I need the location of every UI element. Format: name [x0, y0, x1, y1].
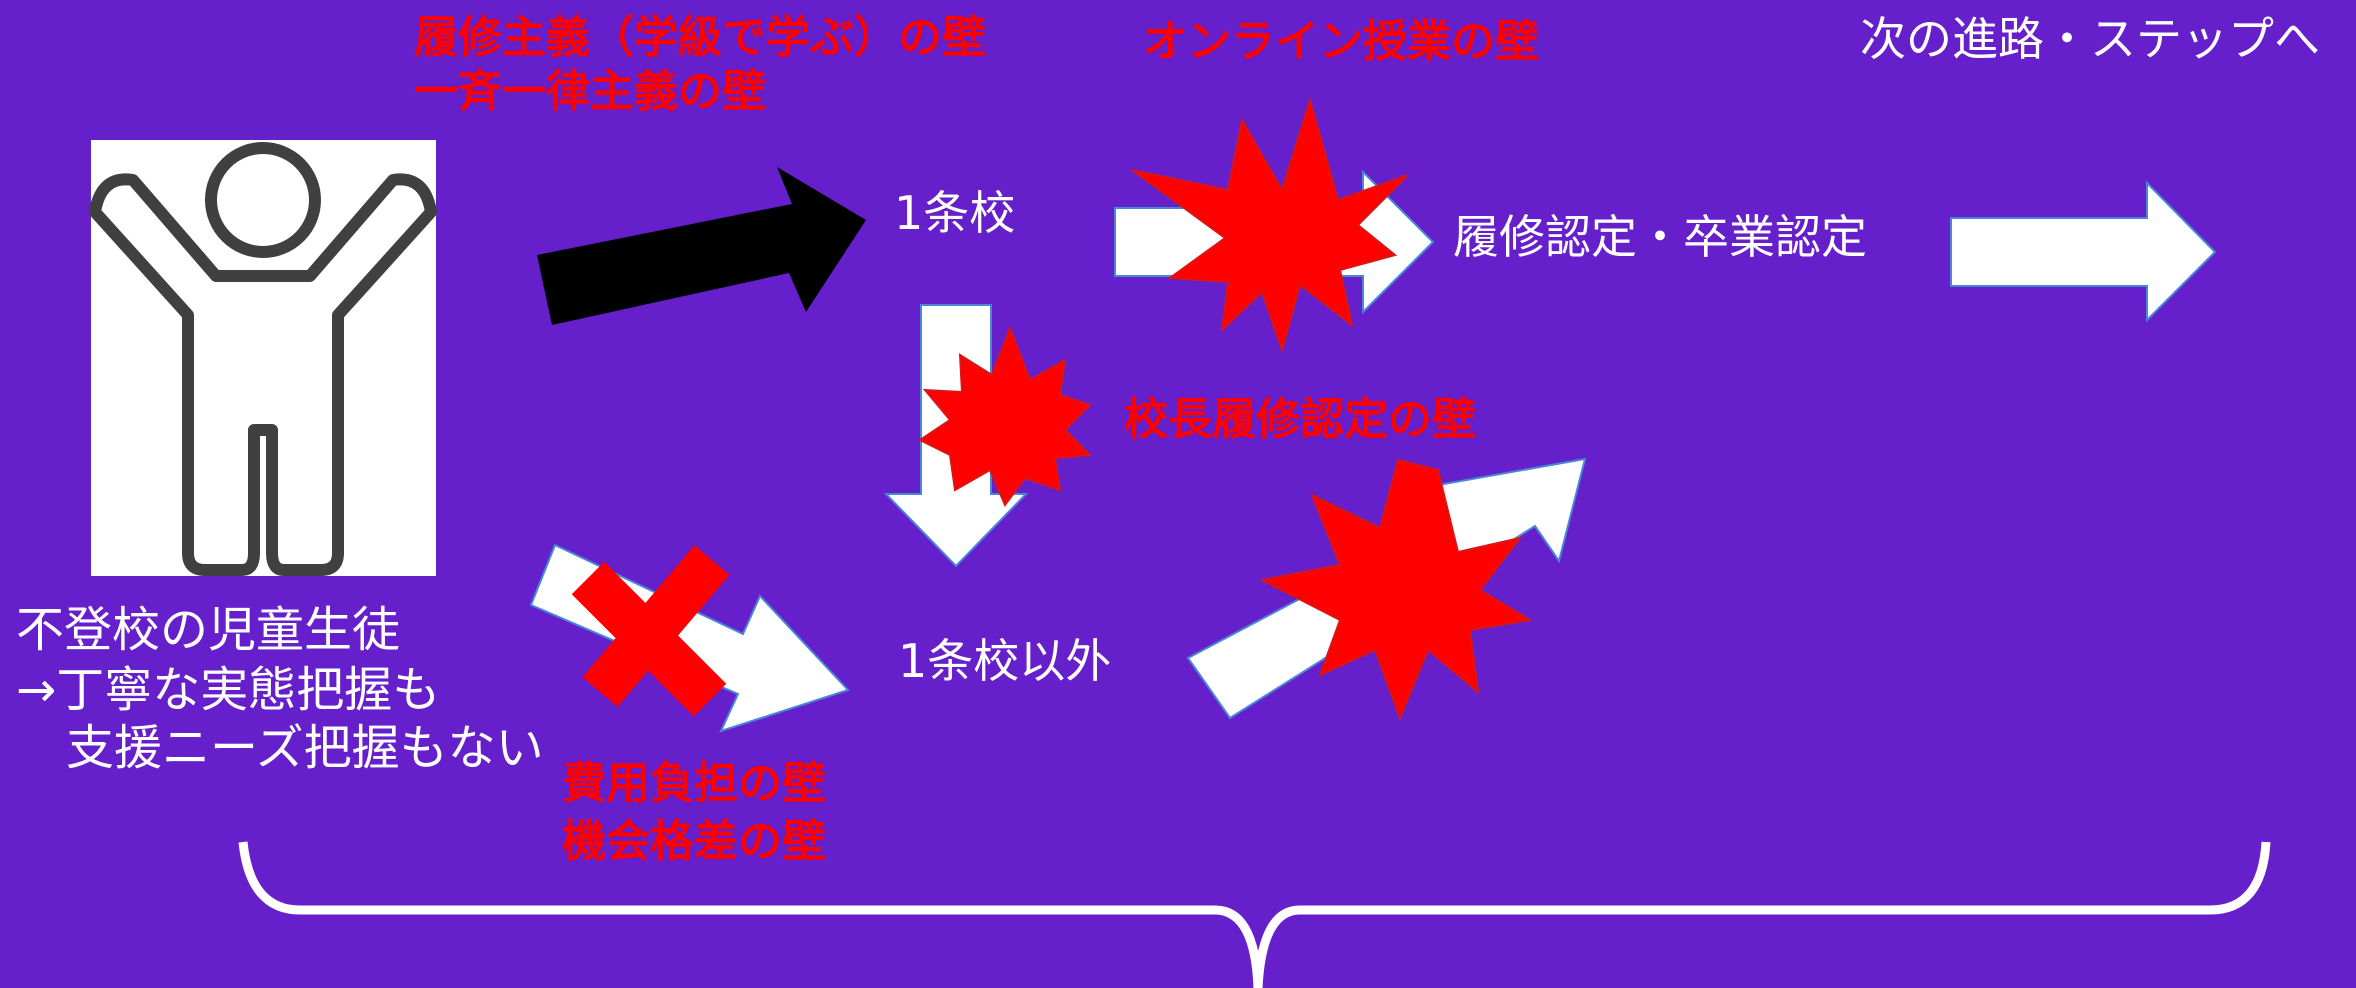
certification-label: 履修認定・卒業認定	[1453, 210, 1867, 264]
red-explosion-icon	[918, 325, 1093, 507]
barrier-cost-burden: 費用負担の壁	[562, 758, 826, 809]
red-explosion-icon	[1258, 458, 1533, 721]
barrier-opportunity-gap: 機会格差の壁	[562, 816, 826, 867]
barrier-attendance-principle: 履修主義（学級で学ぶ）の壁	[414, 12, 986, 63]
red-x-icon	[571, 545, 730, 717]
student-label-line1: 不登校の児童生徒	[16, 602, 401, 658]
barrier-uniformity: 一斉一律主義の壁	[414, 66, 766, 117]
black-arrow-to-school	[537, 167, 866, 325]
student-label-line3: 支援ニーズ把握もない	[66, 720, 544, 776]
barrier-principal-certification: 校長履修認定の壁	[1124, 394, 1476, 445]
person-arms-raised-icon	[89, 140, 437, 576]
next-step-label: 次の進路・ステップへ	[1860, 12, 2320, 66]
student-label-line2: →丁寧な実態把握も	[16, 662, 441, 718]
red-explosion-icon	[1131, 96, 1409, 354]
bottom-brace	[238, 841, 2271, 988]
barrier-online-classes: オンライン授業の壁	[1143, 16, 1539, 67]
arrow-to-next-step	[1950, 180, 2217, 323]
school-other-label: 1条校以外	[898, 634, 1112, 688]
school-article1-label: 1条校	[894, 186, 1016, 240]
